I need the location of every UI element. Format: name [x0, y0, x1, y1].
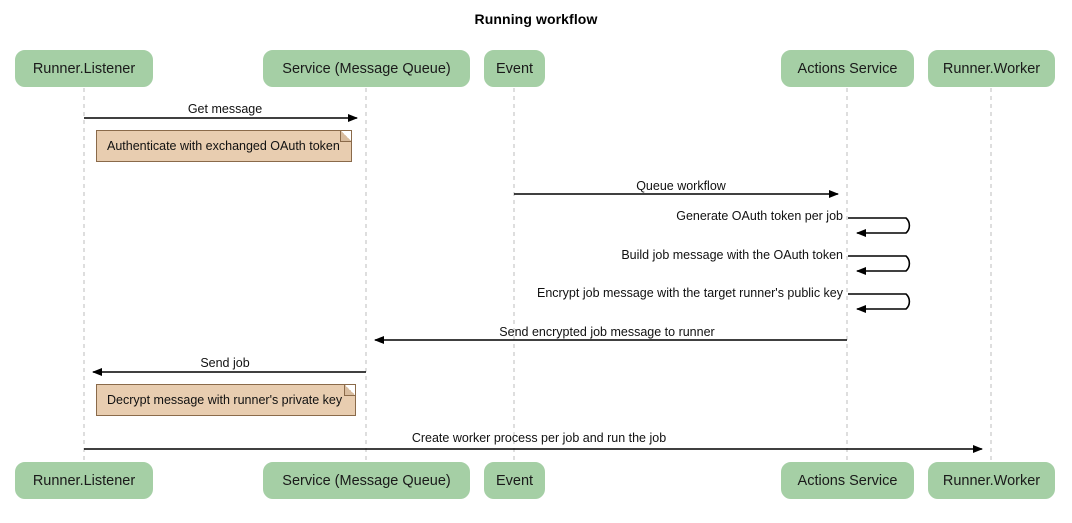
message-arrow-generate-oauth-token-per-job	[848, 217, 911, 237]
lifelines	[83, 88, 992, 462]
note-label: Authenticate with exchanged OAuth token	[107, 139, 340, 153]
message-label-send-job: Send job	[200, 356, 250, 370]
participant-label: Service (Message Queue)	[282, 472, 451, 489]
message-arrow-encrypt-job-message	[848, 293, 911, 313]
participant-box-runner-listener-bottom[interactable]: Runner.Listener	[15, 462, 153, 499]
note-fold-icon	[344, 385, 355, 396]
note-decrypt-message-with-runners-private-key: Decrypt message with runner's private ke…	[96, 384, 356, 416]
message-arrows	[84, 114, 983, 453]
note-fold-icon	[340, 131, 351, 142]
participant-box-actions-service-bottom[interactable]: Actions Service	[781, 462, 914, 499]
message-label-generate-oauth-token-per-job: Generate OAuth token per job	[676, 209, 843, 223]
participant-box-runner-listener-top[interactable]: Runner.Listener	[15, 50, 153, 87]
participant-label: Event	[495, 472, 534, 489]
participant-label: Runner.Worker	[942, 472, 1041, 489]
message-arrow-build-job-message	[848, 255, 911, 275]
message-label-send-encrypted-job-message: Send encrypted job message to runner	[499, 325, 715, 339]
message-label-queue-workflow: Queue workflow	[636, 179, 726, 193]
message-label-build-job-message: Build job message with the OAuth token	[621, 248, 843, 262]
participant-label: Actions Service	[797, 60, 898, 77]
participant-label: Service (Message Queue)	[282, 60, 451, 77]
note-label: Decrypt message with runner's private ke…	[107, 393, 343, 407]
participant-box-runner-worker-bottom[interactable]: Runner.Worker	[928, 462, 1055, 499]
message-label-create-worker-process: Create worker process per job and run th…	[411, 431, 667, 445]
participant-label: Event	[495, 60, 534, 77]
participant-box-event-top[interactable]: Event	[484, 50, 545, 87]
page-title: Running workflow	[474, 11, 598, 27]
participant-box-service-message-queue-bottom[interactable]: Service (Message Queue)	[263, 462, 470, 499]
participant-label: Runner.Worker	[942, 60, 1041, 77]
participant-label: Runner.Listener	[32, 472, 136, 489]
message-label-get-message: Get message	[187, 102, 263, 116]
message-label-encrypt-job-message: Encrypt job message with the target runn…	[536, 286, 843, 300]
participant-box-actions-service-top[interactable]: Actions Service	[781, 50, 914, 87]
participant-box-event-bottom[interactable]: Event	[484, 462, 545, 499]
participant-box-runner-worker-top[interactable]: Runner.Worker	[928, 50, 1055, 87]
participant-label: Runner.Listener	[32, 60, 136, 77]
participant-box-service-message-queue-top[interactable]: Service (Message Queue)	[263, 50, 470, 87]
participant-label: Actions Service	[797, 472, 898, 489]
note-authenticate-with-exchanged-oauth-token: Authenticate with exchanged OAuth token	[96, 130, 352, 162]
